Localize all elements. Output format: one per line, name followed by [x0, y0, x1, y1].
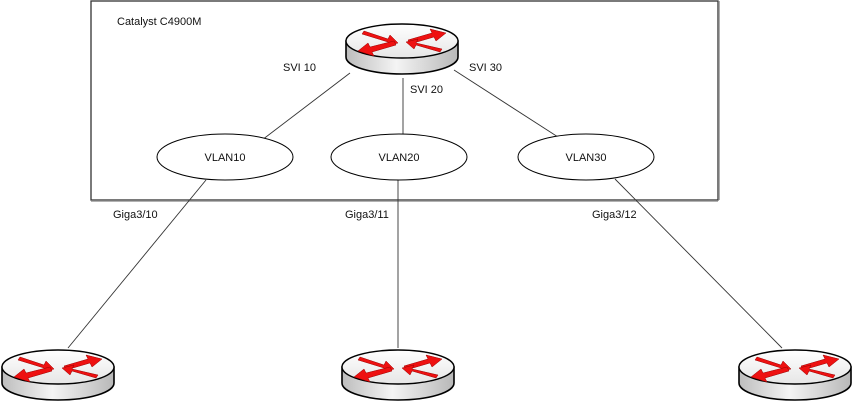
vlan20-label: VLAN20: [379, 152, 420, 164]
vlan10-node[interactable]: VLAN10: [156, 133, 294, 181]
router-icon: [345, 23, 459, 75]
port-giga3-12-label: Giga3/12: [592, 209, 637, 221]
link-giga3-10: [67, 179, 207, 349]
router-icon: [341, 349, 455, 401]
vlan30-node[interactable]: VLAN30: [517, 133, 655, 181]
svi10-label: SVI 10: [283, 62, 316, 74]
edge-router-center[interactable]: [341, 349, 455, 401]
port-giga3-11-label: Giga3/11: [345, 209, 389, 221]
container-label: Catalyst C4900M: [117, 16, 201, 28]
catalyst-container: [90, 0, 719, 201]
link-svi10: [261, 72, 351, 141]
router-icon: [1, 349, 115, 401]
svi20-label: SVI 20: [410, 84, 443, 96]
vlan10-label: VLAN10: [205, 152, 246, 164]
vlan30-label: VLAN30: [566, 152, 607, 164]
vlan20-node[interactable]: VLAN20: [330, 133, 468, 181]
port-giga3-10-label: Giga3/10: [113, 209, 158, 221]
svi30-label: SVI 30: [469, 62, 502, 74]
router-icon: [738, 349, 852, 401]
edge-router-right[interactable]: [738, 349, 852, 401]
link-giga3-12: [614, 178, 783, 349]
link-svi30: [453, 69, 559, 138]
core-router[interactable]: [345, 23, 459, 75]
edge-router-left[interactable]: [1, 349, 115, 401]
